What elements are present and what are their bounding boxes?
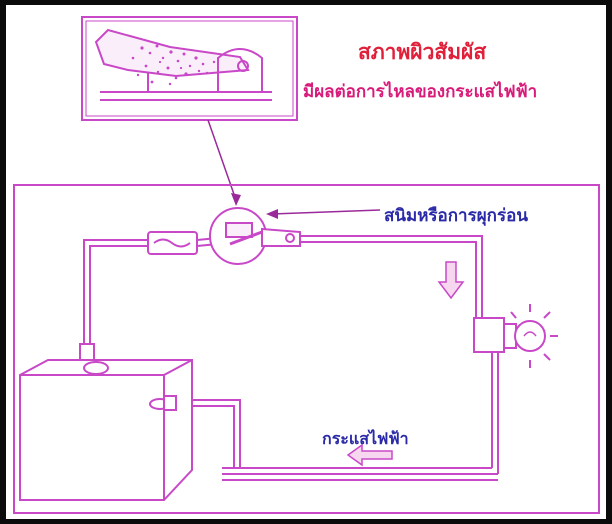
flow-arrow-icon — [437, 261, 465, 300]
diagram-frame — [13, 184, 600, 514]
title-contact-surface: สภาพผิวสัมผัส — [358, 40, 487, 64]
corrosion-pointer-arrowhead — [266, 209, 278, 219]
corrosion-pointer-line — [271, 209, 381, 215]
fuse-icon — [147, 231, 198, 255]
circuit-wires — [83, 235, 499, 481]
subtitle-current-flow: มีผลต่อการไหลของกระแสไฟฟ้า — [303, 82, 538, 102]
current-label: กระแสไฟฟ้า — [322, 429, 409, 448]
inset-pointer-arrowhead — [231, 193, 241, 206]
corrosion-label: สนิมหรือการผุกร่อน — [384, 206, 528, 226]
battery-icon — [19, 343, 193, 501]
switch-icon — [209, 207, 301, 265]
contact-surface-inset — [81, 16, 298, 121]
current-arrow-icon — [346, 443, 393, 467]
corrosion-speckles — [131, 44, 216, 86]
inset-pointer-line — [207, 119, 237, 201]
lamp-icon — [473, 304, 558, 368]
